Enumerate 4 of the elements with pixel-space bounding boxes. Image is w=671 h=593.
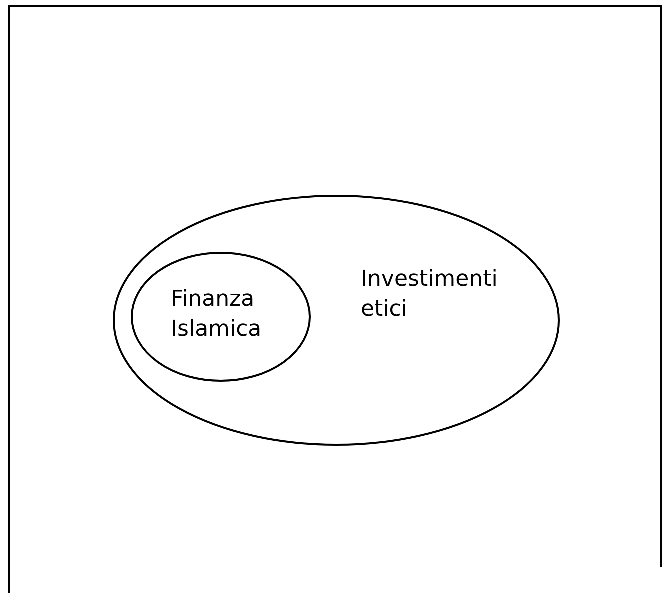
node-label: Finanza Islamica <box>171 286 263 344</box>
ellipse-node <box>113 195 560 446</box>
ellipse-node <box>131 252 311 382</box>
node-label: Investimenti etici <box>361 266 499 324</box>
